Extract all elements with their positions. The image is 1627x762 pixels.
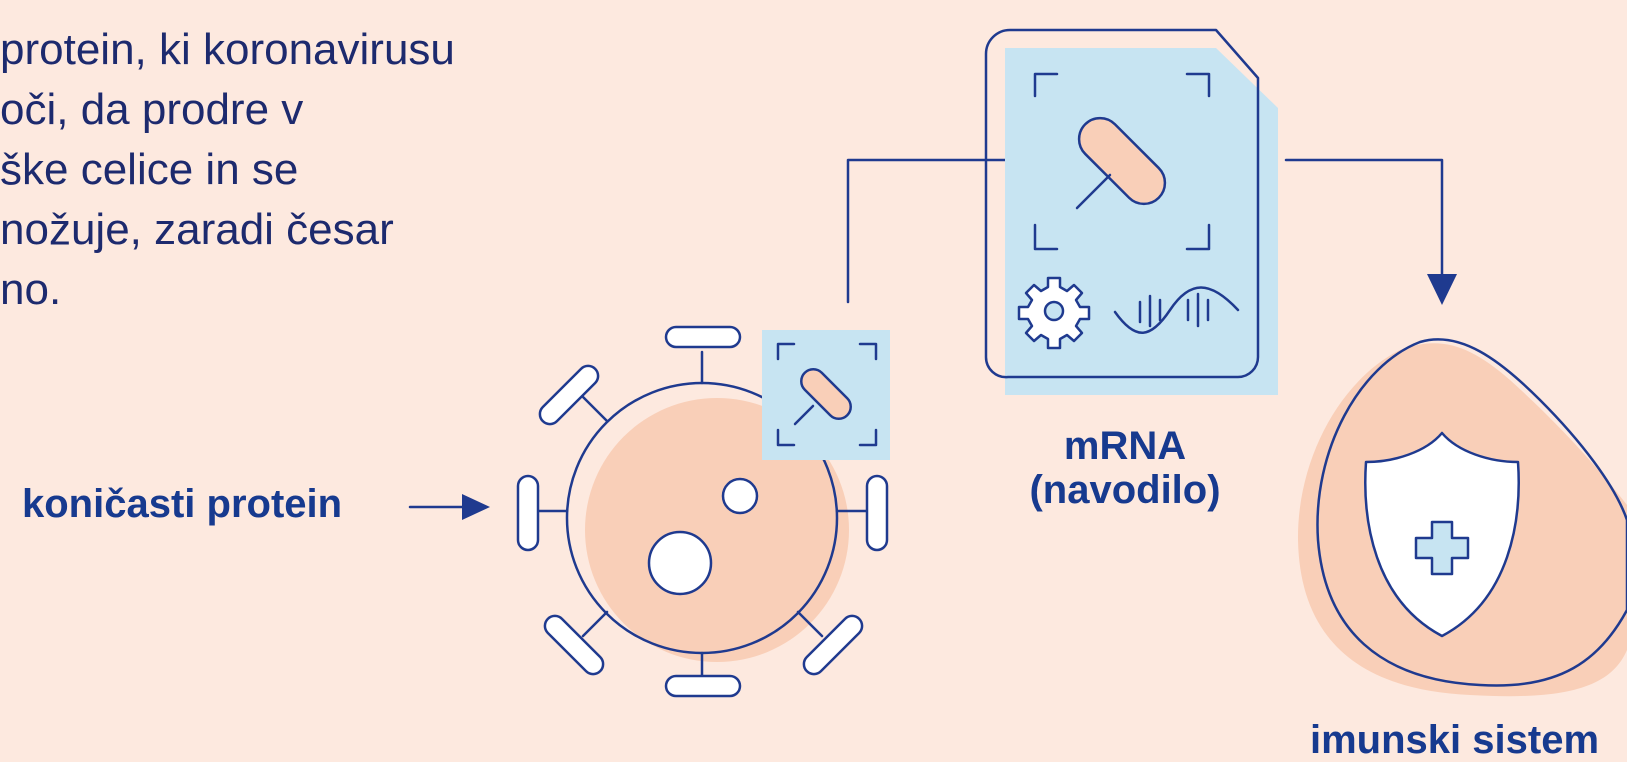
virus-core-large: [647, 530, 713, 596]
virus-spike-bottom-right: [796, 610, 864, 676]
description-line-1: protein, ki koronavirusu: [0, 25, 455, 74]
medical-cross-icon: [1414, 520, 1470, 576]
description-line-5: no.: [0, 265, 62, 314]
spike-protein-label: koničasti protein: [22, 482, 343, 526]
virus-core-small: [721, 477, 759, 515]
description-line-4: nožuje, zaradi česar: [0, 205, 394, 254]
virus-spike-bottom: [664, 651, 742, 698]
gear-icon: [1017, 276, 1091, 350]
mrna-label-line-1: mRNA: [1063, 424, 1187, 468]
description-line-2: oči, da prodre v: [0, 85, 304, 134]
dna-wave-icon: [1113, 286, 1240, 334]
virus-icon: [516, 325, 889, 698]
virus-spike-left: [516, 474, 569, 552]
immune-cell-icon: [1297, 338, 1627, 697]
mrna-label: mRNA (navodilo): [1010, 424, 1240, 512]
description-text: protein, ki koronavirusu oči, da prodre …: [0, 20, 560, 320]
mrna-document-icon: [984, 28, 1278, 395]
spike-pointer-arrow: [408, 494, 490, 520]
shield-icon: [1364, 431, 1520, 638]
mrna-label-line-2: (navodilo): [1029, 468, 1221, 512]
connector-mrna-to-cell: [1284, 158, 1457, 305]
virus-spike-top-left: [538, 364, 609, 426]
spike-protein-zoom-icon: [762, 330, 890, 460]
description-line-3: ške celice in se: [0, 145, 299, 194]
virus-spike-right: [835, 474, 889, 552]
virus-spike-top: [664, 325, 742, 385]
connector-virus-to-mrna: [846, 158, 1037, 304]
virus-spike-bottom-left: [543, 610, 609, 676]
